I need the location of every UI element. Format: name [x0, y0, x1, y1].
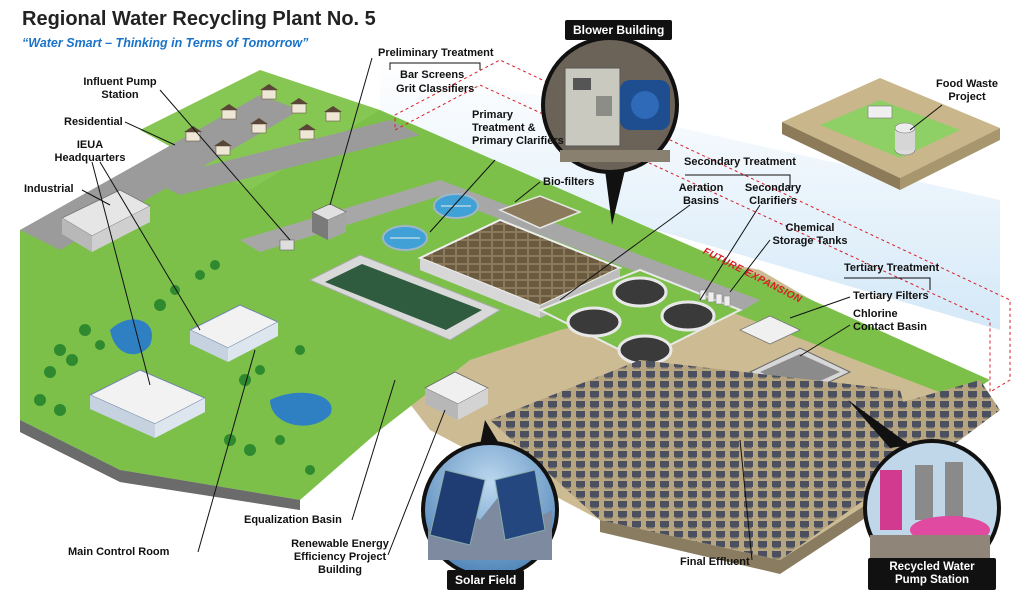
- food-waste-project-label: Food Waste Project: [936, 78, 998, 103]
- food-waste-project: [782, 78, 1000, 190]
- grass-area: [20, 110, 990, 500]
- preliminary-treatment-label: Preliminary Treatment: [378, 47, 494, 59]
- recycled-water-pump-photo: [863, 439, 1001, 577]
- solar-field-photo: [421, 441, 559, 579]
- recycled-water-pump-banner: Recycled Water Pump Station: [868, 558, 996, 590]
- bar-screens-label: Bar Screens: [400, 69, 465, 81]
- primary-clarifiers: [382, 193, 479, 251]
- grit-classifiers-label: Grit Classifiers: [396, 83, 475, 95]
- influent-pump-station-label: Influent Pump Station: [83, 76, 157, 101]
- secondary-clarifiers-label: Secondary Clarifiers: [744, 182, 802, 207]
- final-effluent-label: Final Effluent: [680, 556, 750, 568]
- ieua-headquarters: [88, 304, 280, 438]
- leader-lines: [81, 57, 943, 561]
- trees: [34, 260, 315, 475]
- pond: [110, 319, 152, 355]
- influent-pump-station: [279, 239, 295, 251]
- aeration-basins-label: Aeration Basins: [678, 182, 724, 207]
- bio-filters-label: Bio-filters: [543, 176, 595, 188]
- bio-filters: [497, 195, 583, 229]
- renewable-energy-building-label: Renewable Energy Efficiency Project Buil…: [291, 538, 389, 576]
- blower-building-banner: Blower Building: [565, 20, 673, 40]
- chemical-storage-tanks-label: Chemical Storage Tanks: [772, 222, 848, 247]
- future-expansion-outline: [394, 59, 1011, 393]
- main-control-room-label: Main Control Room: [68, 546, 170, 558]
- sky-haze: [380, 60, 1000, 330]
- renewable-energy-building: [424, 371, 489, 420]
- ieua-headquarters-label: IEUA Headquarters: [54, 139, 126, 164]
- industrial-label: Industrial: [24, 183, 74, 195]
- page-title: Regional Water Recycling Plant No. 5: [22, 8, 376, 30]
- page-subtitle: “Water Smart – Thinking in Terms of Tomo…: [22, 36, 309, 50]
- chlorine-contact-basin-label: Chlorine Contact Basin: [853, 308, 927, 333]
- residential-label: Residential: [64, 116, 123, 128]
- primary-treatment-label: Primary Treatment & Primary Clarifiers: [472, 109, 564, 147]
- tertiary-filters: [739, 315, 801, 345]
- secondary-treatment-label: Secondary Treatment: [684, 156, 796, 168]
- preliminary-treatment-building: [311, 203, 347, 240]
- solar-field-panels: [490, 360, 920, 560]
- solar-field-banner: Solar Field: [447, 570, 525, 590]
- blower-building-photo: [541, 36, 679, 174]
- tertiary-treatment-label: Tertiary Treatment: [844, 262, 940, 274]
- equalization-basin-label: Equalization Basin: [244, 514, 342, 526]
- equalization-basin: [308, 254, 502, 341]
- industrial-building: [61, 189, 151, 252]
- secondary-clarifiers: [537, 268, 743, 366]
- tertiary-filters-label: Tertiary Filters: [853, 290, 929, 302]
- blower-pointer: [605, 170, 625, 225]
